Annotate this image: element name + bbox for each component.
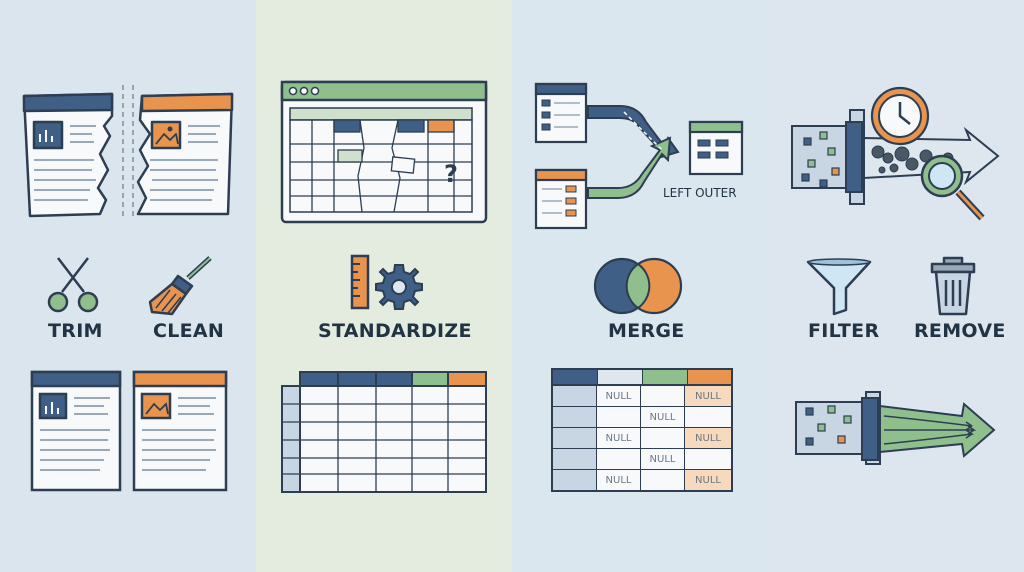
merge-table-cell: NULL	[685, 428, 731, 448]
merge-table-cell: NULL	[685, 470, 731, 490]
clean-documents-illustration	[30, 370, 228, 492]
merge-table-cell	[685, 407, 731, 427]
merge-table-cell: NULL	[641, 449, 685, 469]
merge-label: MERGE	[608, 320, 685, 342]
trash-can-icon	[930, 256, 976, 316]
merge-table-cell	[641, 470, 685, 490]
brush-icon	[148, 256, 212, 316]
merge-table-cell	[553, 407, 597, 427]
merge-table-row: NULL NULL	[553, 470, 731, 490]
merge-table-row: NULL NULL	[553, 386, 731, 407]
merge-table-cell: NULL	[597, 386, 641, 406]
standardize-label: STANDARDIZE	[318, 320, 472, 342]
merge-table-cell	[685, 449, 731, 469]
merge-table-row: NULL	[553, 407, 731, 428]
merge-table-row: NULL NULL	[553, 428, 731, 449]
merge-table-cell	[553, 428, 597, 448]
merge-table-row: NULL	[553, 449, 731, 470]
filter-label: FILTER	[808, 320, 880, 342]
merge-table-cell	[641, 386, 685, 406]
merge-table-cell	[553, 470, 597, 490]
merge-table-cell: NULL	[685, 386, 731, 406]
merge-table-cell	[597, 407, 641, 427]
left-outer-label: LEFT OUTER	[663, 186, 737, 200]
merge-table-cell: NULL	[597, 428, 641, 448]
trim-label: TRIM	[48, 320, 103, 342]
merge-table-cell	[553, 386, 597, 406]
remove-label: REMOVE	[914, 320, 1006, 342]
merge-table-cell: NULL	[641, 407, 685, 427]
merge-table-cell	[641, 428, 685, 448]
scissors-icon	[47, 257, 99, 313]
messy-spreadsheet-illustration: ?	[280, 80, 488, 224]
ruler-icon	[350, 254, 370, 310]
merge-table-cell: NULL	[597, 470, 641, 490]
merge-table-cell	[553, 449, 597, 469]
funnel-icon	[806, 258, 872, 316]
gear-icon	[375, 264, 423, 310]
merge-table-cell	[597, 449, 641, 469]
filtered-stream-illustration	[795, 391, 996, 465]
standardized-grid-illustration	[281, 371, 487, 493]
torn-documents-illustration	[22, 85, 234, 220]
join-flow-illustration	[534, 82, 744, 230]
data-stream-inspection-illustration	[791, 86, 1000, 221]
clean-label: CLEAN	[153, 320, 225, 342]
venn-diagram-icon	[593, 257, 683, 315]
question-mark: ?	[444, 160, 458, 188]
